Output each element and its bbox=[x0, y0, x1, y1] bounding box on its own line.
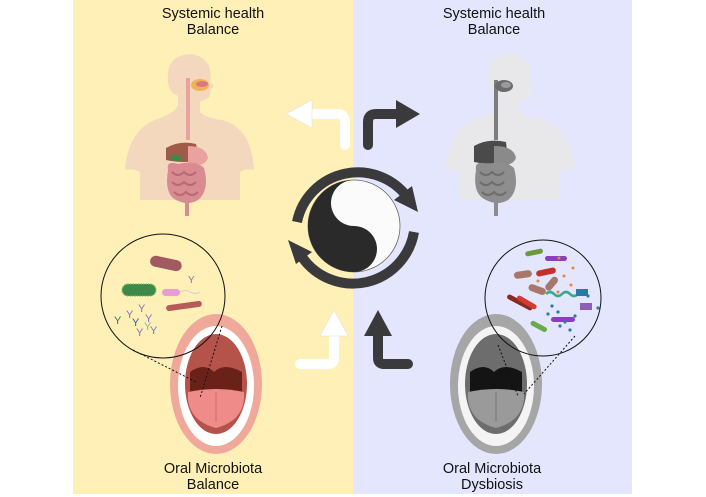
svg-text:Y: Y bbox=[138, 303, 146, 315]
dysbiosis-microbiota-zoom-circle bbox=[484, 239, 602, 397]
left-bottom-label-line1: Oral Microbiota bbox=[163, 461, 263, 477]
left-top-label-line1: Systemic health bbox=[161, 6, 265, 22]
svg-text:Y: Y bbox=[145, 313, 153, 325]
arrow-from-dysbiosis-oral-icon bbox=[364, 310, 413, 369]
mouth-dysbiosis-icon bbox=[450, 314, 542, 454]
svg-text:Y: Y bbox=[144, 321, 152, 333]
yin-yang-icon bbox=[307, 179, 401, 273]
arrow-to-dysbiosis-systemic-icon bbox=[363, 100, 420, 150]
healthy-microbiota-zoom-circle: Y Y Y Y Y Y Y Y Y bbox=[100, 233, 226, 399]
right-top-label: Systemic health Balance bbox=[384, 6, 604, 38]
left-top-label-line2: Balance bbox=[186, 22, 240, 38]
human-body-dysbiosis-icon bbox=[445, 54, 574, 216]
right-bottom-label: Oral Microbiota Dysbiosis bbox=[382, 461, 602, 493]
right-top-label-line1: Systemic health bbox=[442, 6, 546, 22]
left-top-label: Systemic health Balance bbox=[103, 6, 323, 38]
arrow-from-healthy-oral-icon bbox=[295, 309, 349, 369]
human-body-healthy-icon bbox=[125, 54, 254, 216]
svg-text:Y: Y bbox=[150, 325, 158, 337]
cycle-arrowhead-right bbox=[394, 186, 418, 212]
left-bottom-label: Oral Microbiota Balance bbox=[103, 461, 323, 493]
svg-text:Y: Y bbox=[126, 309, 134, 321]
arrow-to-healthy-systemic-icon bbox=[285, 99, 350, 150]
mouth-healthy-icon bbox=[170, 314, 262, 454]
cycle-arrows-icon bbox=[292, 167, 419, 289]
right-top-label-line2: Balance bbox=[467, 22, 521, 38]
svg-text:Y: Y bbox=[114, 315, 122, 327]
antibody-icon: Y bbox=[188, 275, 195, 286]
left-bottom-label-line2: Balance bbox=[186, 477, 240, 493]
cycle-arrowhead-left bbox=[288, 240, 312, 264]
svg-text:Y: Y bbox=[132, 317, 140, 329]
svg-text:Y: Y bbox=[136, 327, 144, 339]
right-bottom-label-line2: Dysbiosis bbox=[460, 477, 524, 493]
right-bottom-label-line1: Oral Microbiota bbox=[442, 461, 542, 477]
